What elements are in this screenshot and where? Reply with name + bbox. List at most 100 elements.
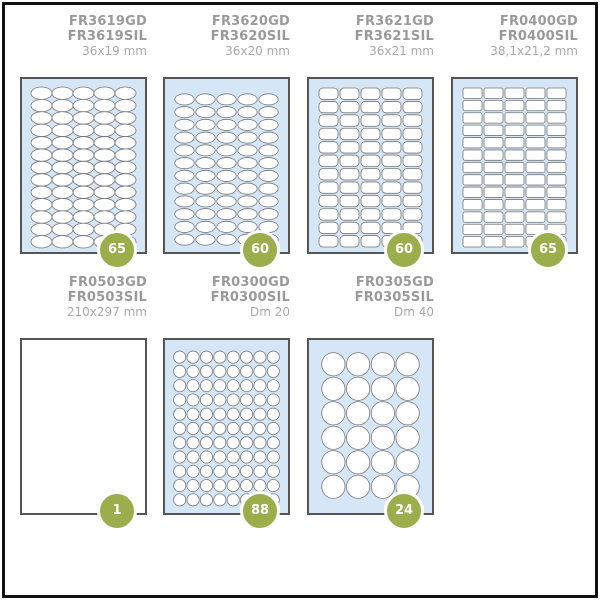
product-code-sil: FR0305SIL	[354, 290, 434, 305]
label-count-badge: 24	[384, 491, 424, 531]
label-shape	[174, 144, 195, 157]
label-shape	[253, 464, 267, 478]
product-item[interactable]: FR3619GD FR3619SIL 36x19 mm 65	[20, 14, 147, 270]
sheet-preview[interactable]	[20, 338, 147, 515]
label-shape	[93, 160, 116, 175]
label-shape	[186, 479, 200, 493]
label-shape	[226, 493, 240, 507]
label-shape	[318, 127, 339, 141]
label-shape	[216, 144, 237, 157]
label-shape	[226, 436, 240, 450]
label-shape	[546, 161, 567, 174]
label-shape	[504, 211, 525, 223]
label-shape	[402, 194, 423, 208]
sheet-preview[interactable]	[307, 338, 434, 515]
label-shape	[114, 210, 137, 224]
label-shape	[174, 208, 195, 221]
label-shape	[462, 99, 483, 112]
label-shape	[114, 86, 137, 100]
label-shape	[462, 211, 483, 223]
label-shape	[213, 350, 227, 364]
label-shape	[72, 98, 95, 113]
label-shape	[173, 407, 187, 421]
product-code-gd: FR0503GD	[68, 275, 147, 290]
product-size: Dm 40	[393, 305, 434, 319]
product-item[interactable]: FR0305GD FR0305SIL Dm 40 24	[307, 275, 434, 531]
label-shape	[186, 493, 200, 507]
product-size: 36x20 mm	[225, 44, 290, 58]
label-shape	[525, 99, 546, 112]
label-shape	[253, 393, 267, 407]
product-code-sil: FR3620SIL	[210, 29, 290, 44]
label-shape	[321, 352, 346, 377]
product-code-gd: FR3621GD	[355, 14, 434, 29]
label-shape	[266, 422, 280, 435]
product-item[interactable]: FR0503GD FR0503SIL 210x297 mm 1	[20, 275, 147, 531]
label-shape	[346, 474, 371, 499]
sheet-preview[interactable]	[163, 77, 290, 254]
label-shape	[462, 199, 483, 211]
product-item[interactable]: FR3621GD FR3621SIL 36x21 mm 60	[307, 14, 434, 270]
label-shape	[525, 161, 546, 174]
label-shape	[504, 149, 525, 161]
label-shape	[395, 376, 420, 401]
sheet-preview[interactable]	[163, 338, 290, 515]
label-shape	[318, 101, 339, 114]
label-shape	[237, 144, 258, 157]
label-shape	[114, 160, 137, 175]
sheet-preview[interactable]	[451, 77, 578, 254]
label-shape	[339, 168, 360, 181]
label-shape	[30, 148, 53, 162]
label-shape	[360, 235, 381, 248]
label-shape	[237, 106, 258, 119]
label-shape	[30, 111, 53, 125]
label-shape	[258, 131, 279, 144]
label-shape	[51, 123, 74, 137]
label-shape	[339, 235, 360, 248]
label-shape	[216, 233, 237, 246]
label-shape	[321, 425, 346, 450]
label-shape	[258, 118, 279, 131]
label-count-badge: 60	[384, 230, 424, 270]
product-size: Dm 20	[249, 305, 290, 319]
label-shape	[258, 157, 279, 170]
product-code-gd: FR3619GD	[68, 14, 147, 29]
label-shape	[360, 208, 381, 221]
label-shape	[360, 87, 381, 100]
sheet-preview[interactable]	[307, 77, 434, 254]
label-shape	[339, 194, 360, 208]
label-shape	[72, 111, 95, 125]
label-shape	[186, 436, 200, 450]
product-code-gd: FR0305GD	[355, 275, 434, 290]
label-shape	[253, 436, 267, 450]
label-shape	[173, 493, 187, 507]
label-shape	[483, 87, 504, 99]
label-shape	[266, 479, 280, 493]
product-size: 36x19 mm	[82, 44, 147, 58]
product-code-sil: FR0400SIL	[498, 29, 578, 44]
label-shape	[370, 401, 395, 426]
label-shape	[483, 137, 504, 149]
label-shape	[186, 450, 200, 464]
product-item[interactable]: FR0300GD FR0300SIL Dm 20 88	[163, 275, 290, 531]
label-shape	[402, 127, 423, 141]
label-shape	[321, 401, 346, 426]
product-item[interactable]: FR3620GD FR3620SIL 36x20 mm 60	[163, 14, 290, 270]
label-shape	[504, 186, 525, 198]
label-shape	[213, 464, 227, 478]
label-shape	[195, 169, 216, 182]
label-shape	[525, 112, 546, 124]
sheet-preview[interactable]	[20, 77, 147, 254]
label-shape	[381, 168, 402, 181]
label-shape	[93, 136, 116, 150]
label-shape	[395, 450, 420, 475]
product-item[interactable]: FR0400GD FR0400SIL 38,1x21,2 mm 65	[451, 14, 578, 270]
label-shape	[195, 144, 216, 157]
label-shape	[483, 112, 504, 124]
label-shape	[30, 98, 53, 113]
label-shape	[237, 118, 258, 131]
label-shape	[237, 208, 258, 221]
label-shape	[240, 393, 254, 407]
label-shape	[237, 182, 258, 195]
